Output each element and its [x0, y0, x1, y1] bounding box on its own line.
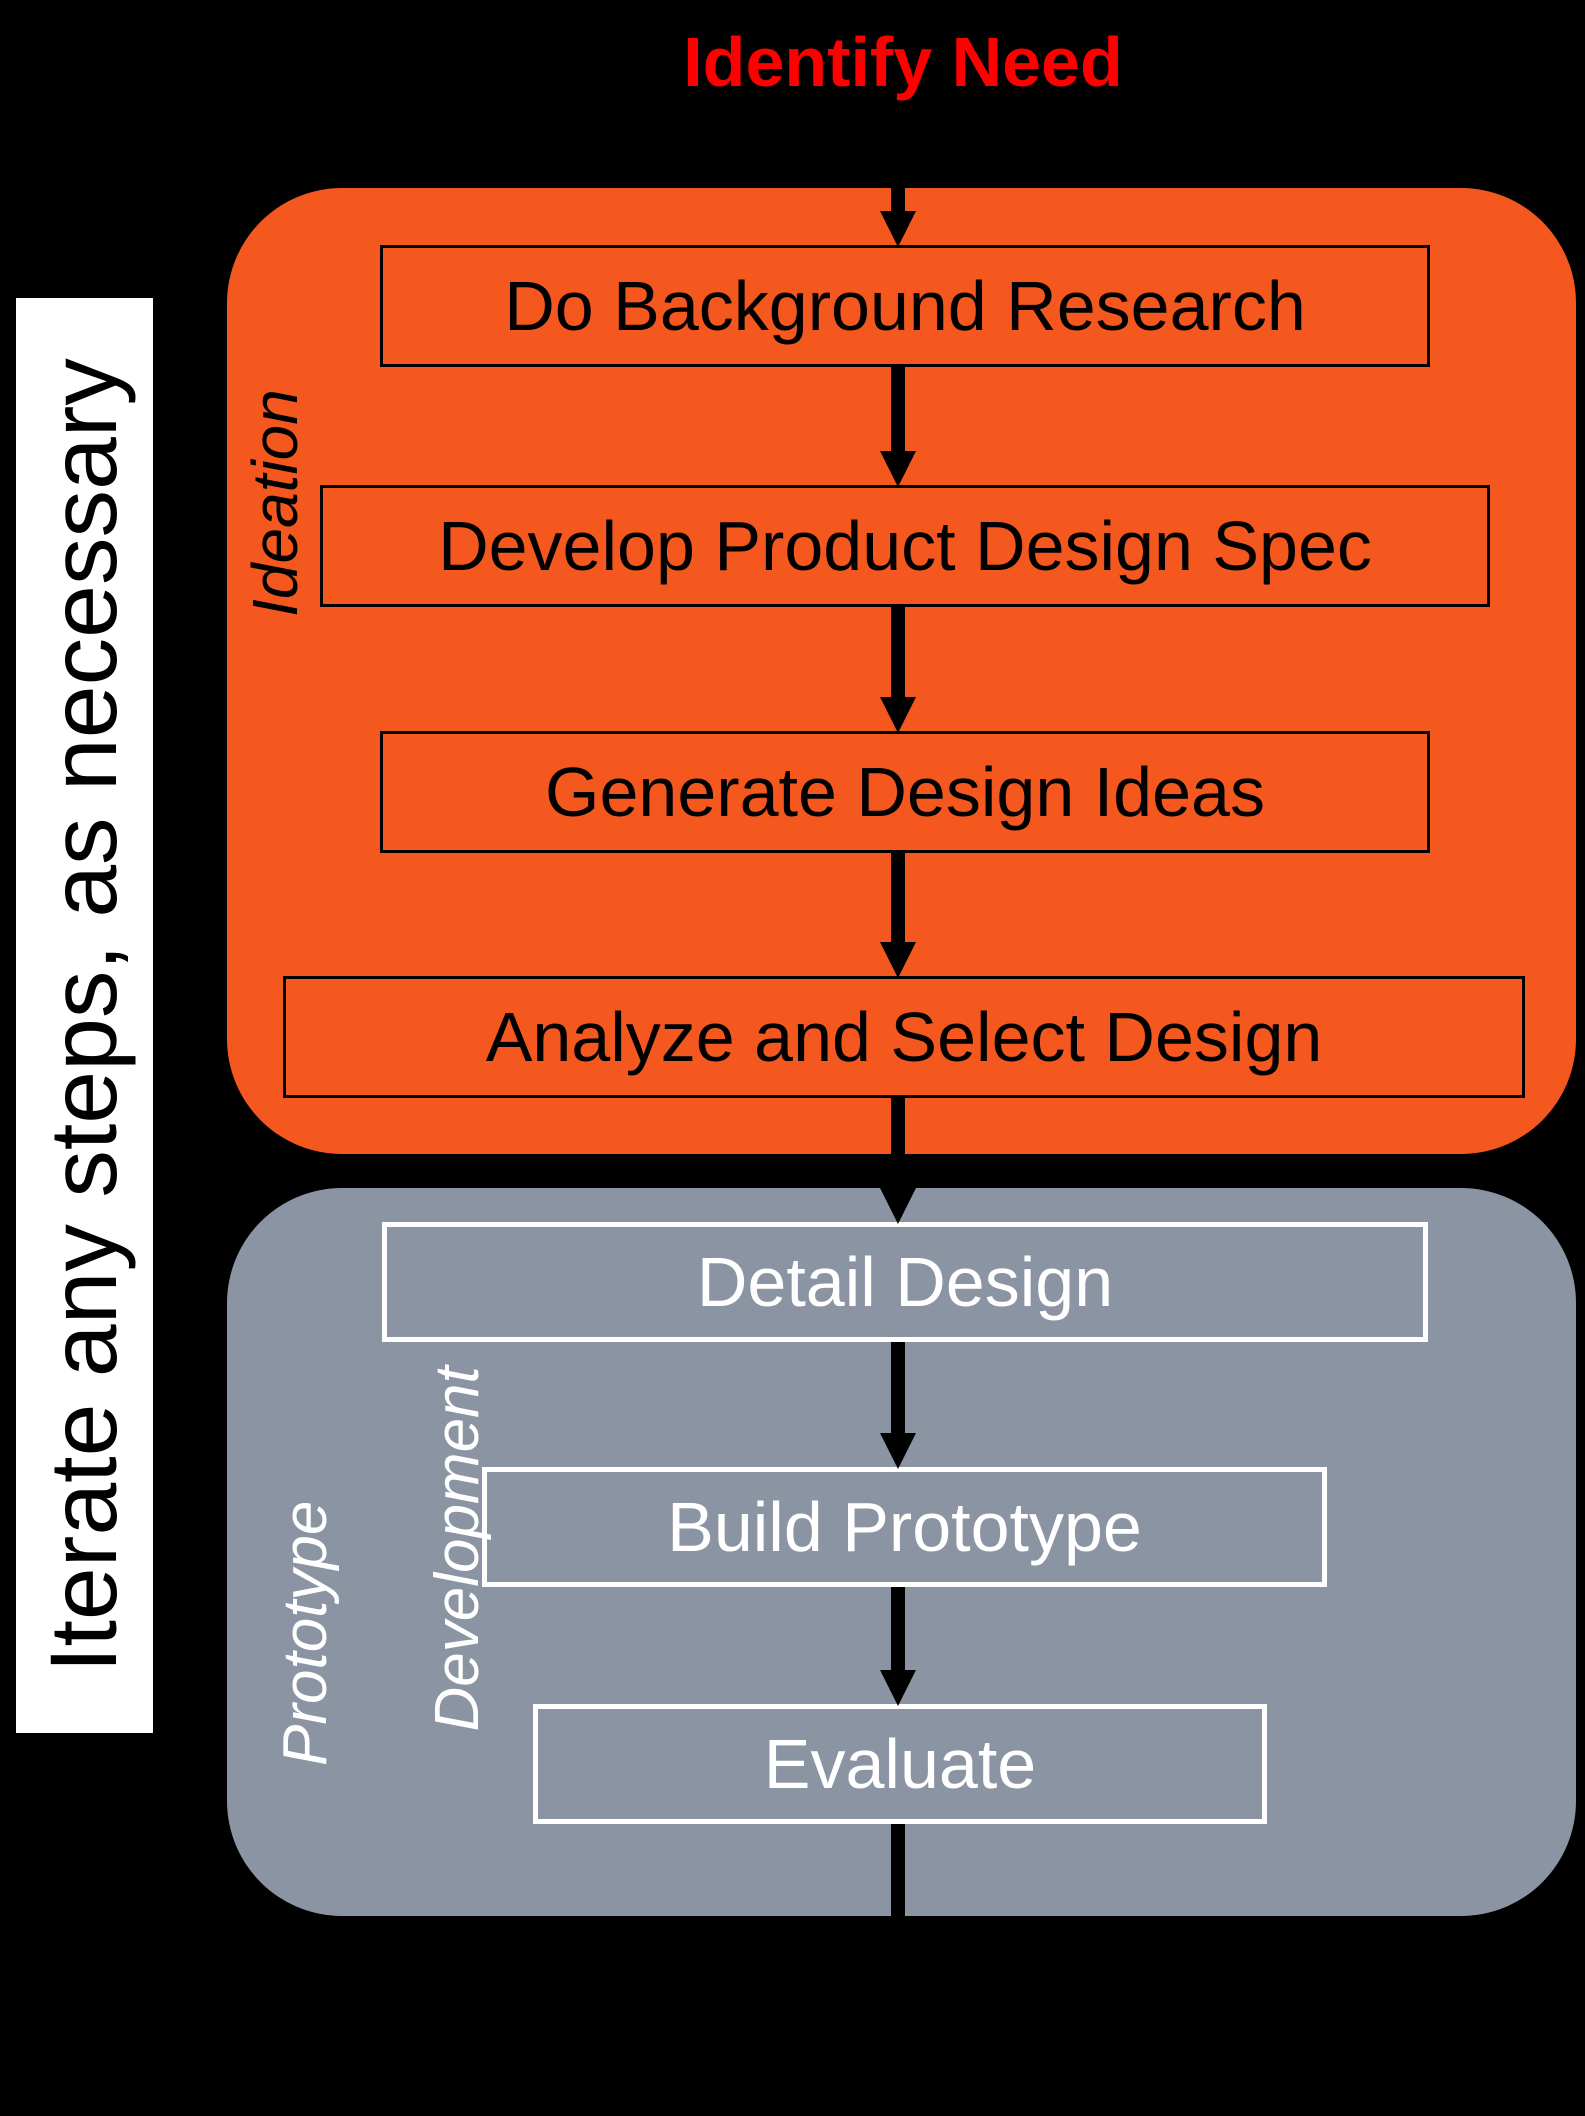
- step-do-background-research: Do Background Research: [380, 245, 1430, 367]
- flow-arrow-5: [880, 1098, 916, 1224]
- arrow-shaft: [891, 1342, 905, 1435]
- arrow-head-icon: [880, 451, 916, 487]
- prototype-development-stage-label: Prototype Development: [268, 1366, 492, 1766]
- arrow-head-icon: [880, 211, 916, 247]
- step-analyze-and-select-design: Analyze and Select Design: [283, 976, 1525, 1098]
- arrow-head-icon: [880, 1670, 916, 1706]
- step-build-prototype: Build Prototype: [482, 1467, 1327, 1587]
- arrow-shaft: [891, 108, 905, 213]
- arrow-head-icon: [880, 1188, 916, 1224]
- identify-need-title: Identify Need: [683, 23, 1123, 101]
- arrow-head-icon: [880, 1433, 916, 1469]
- flow-arrow-2: [880, 367, 916, 487]
- step-evaluate: Evaluate: [533, 1704, 1267, 1824]
- step-generate-design-ideas: Generate Design Ideas: [380, 731, 1430, 853]
- flow-arrow-3: [880, 607, 916, 733]
- flow-arrow-6: [880, 1342, 916, 1469]
- arrow-shaft: [891, 367, 905, 453]
- arrow-shaft: [891, 1098, 905, 1190]
- arrow-head-icon: [880, 697, 916, 733]
- prototype-development-stage-panel: [227, 1188, 1576, 1916]
- arrow-shaft: [891, 607, 905, 699]
- arrow-shaft: [891, 853, 905, 944]
- arrow-head-icon: [880, 942, 916, 978]
- flow-arrow-4: [880, 853, 916, 978]
- flow-arrow-1: [880, 108, 916, 247]
- flow-exit-line: [880, 1824, 916, 1916]
- arrow-shaft: [891, 1824, 905, 1916]
- step-detail-design: Detail Design: [382, 1222, 1428, 1342]
- prototype-label-line1: Prototype: [271, 1500, 340, 1766]
- flow-arrow-7: [880, 1587, 916, 1706]
- ideation-stage-label: Ideation: [239, 389, 311, 617]
- iterate-note-bar: [16, 298, 153, 1733]
- step-develop-product-design-spec: Develop Product Design Spec: [320, 485, 1490, 607]
- iterate-note-label: Iterate any steps, as necessary: [31, 358, 137, 1673]
- arrow-shaft: [891, 1587, 905, 1672]
